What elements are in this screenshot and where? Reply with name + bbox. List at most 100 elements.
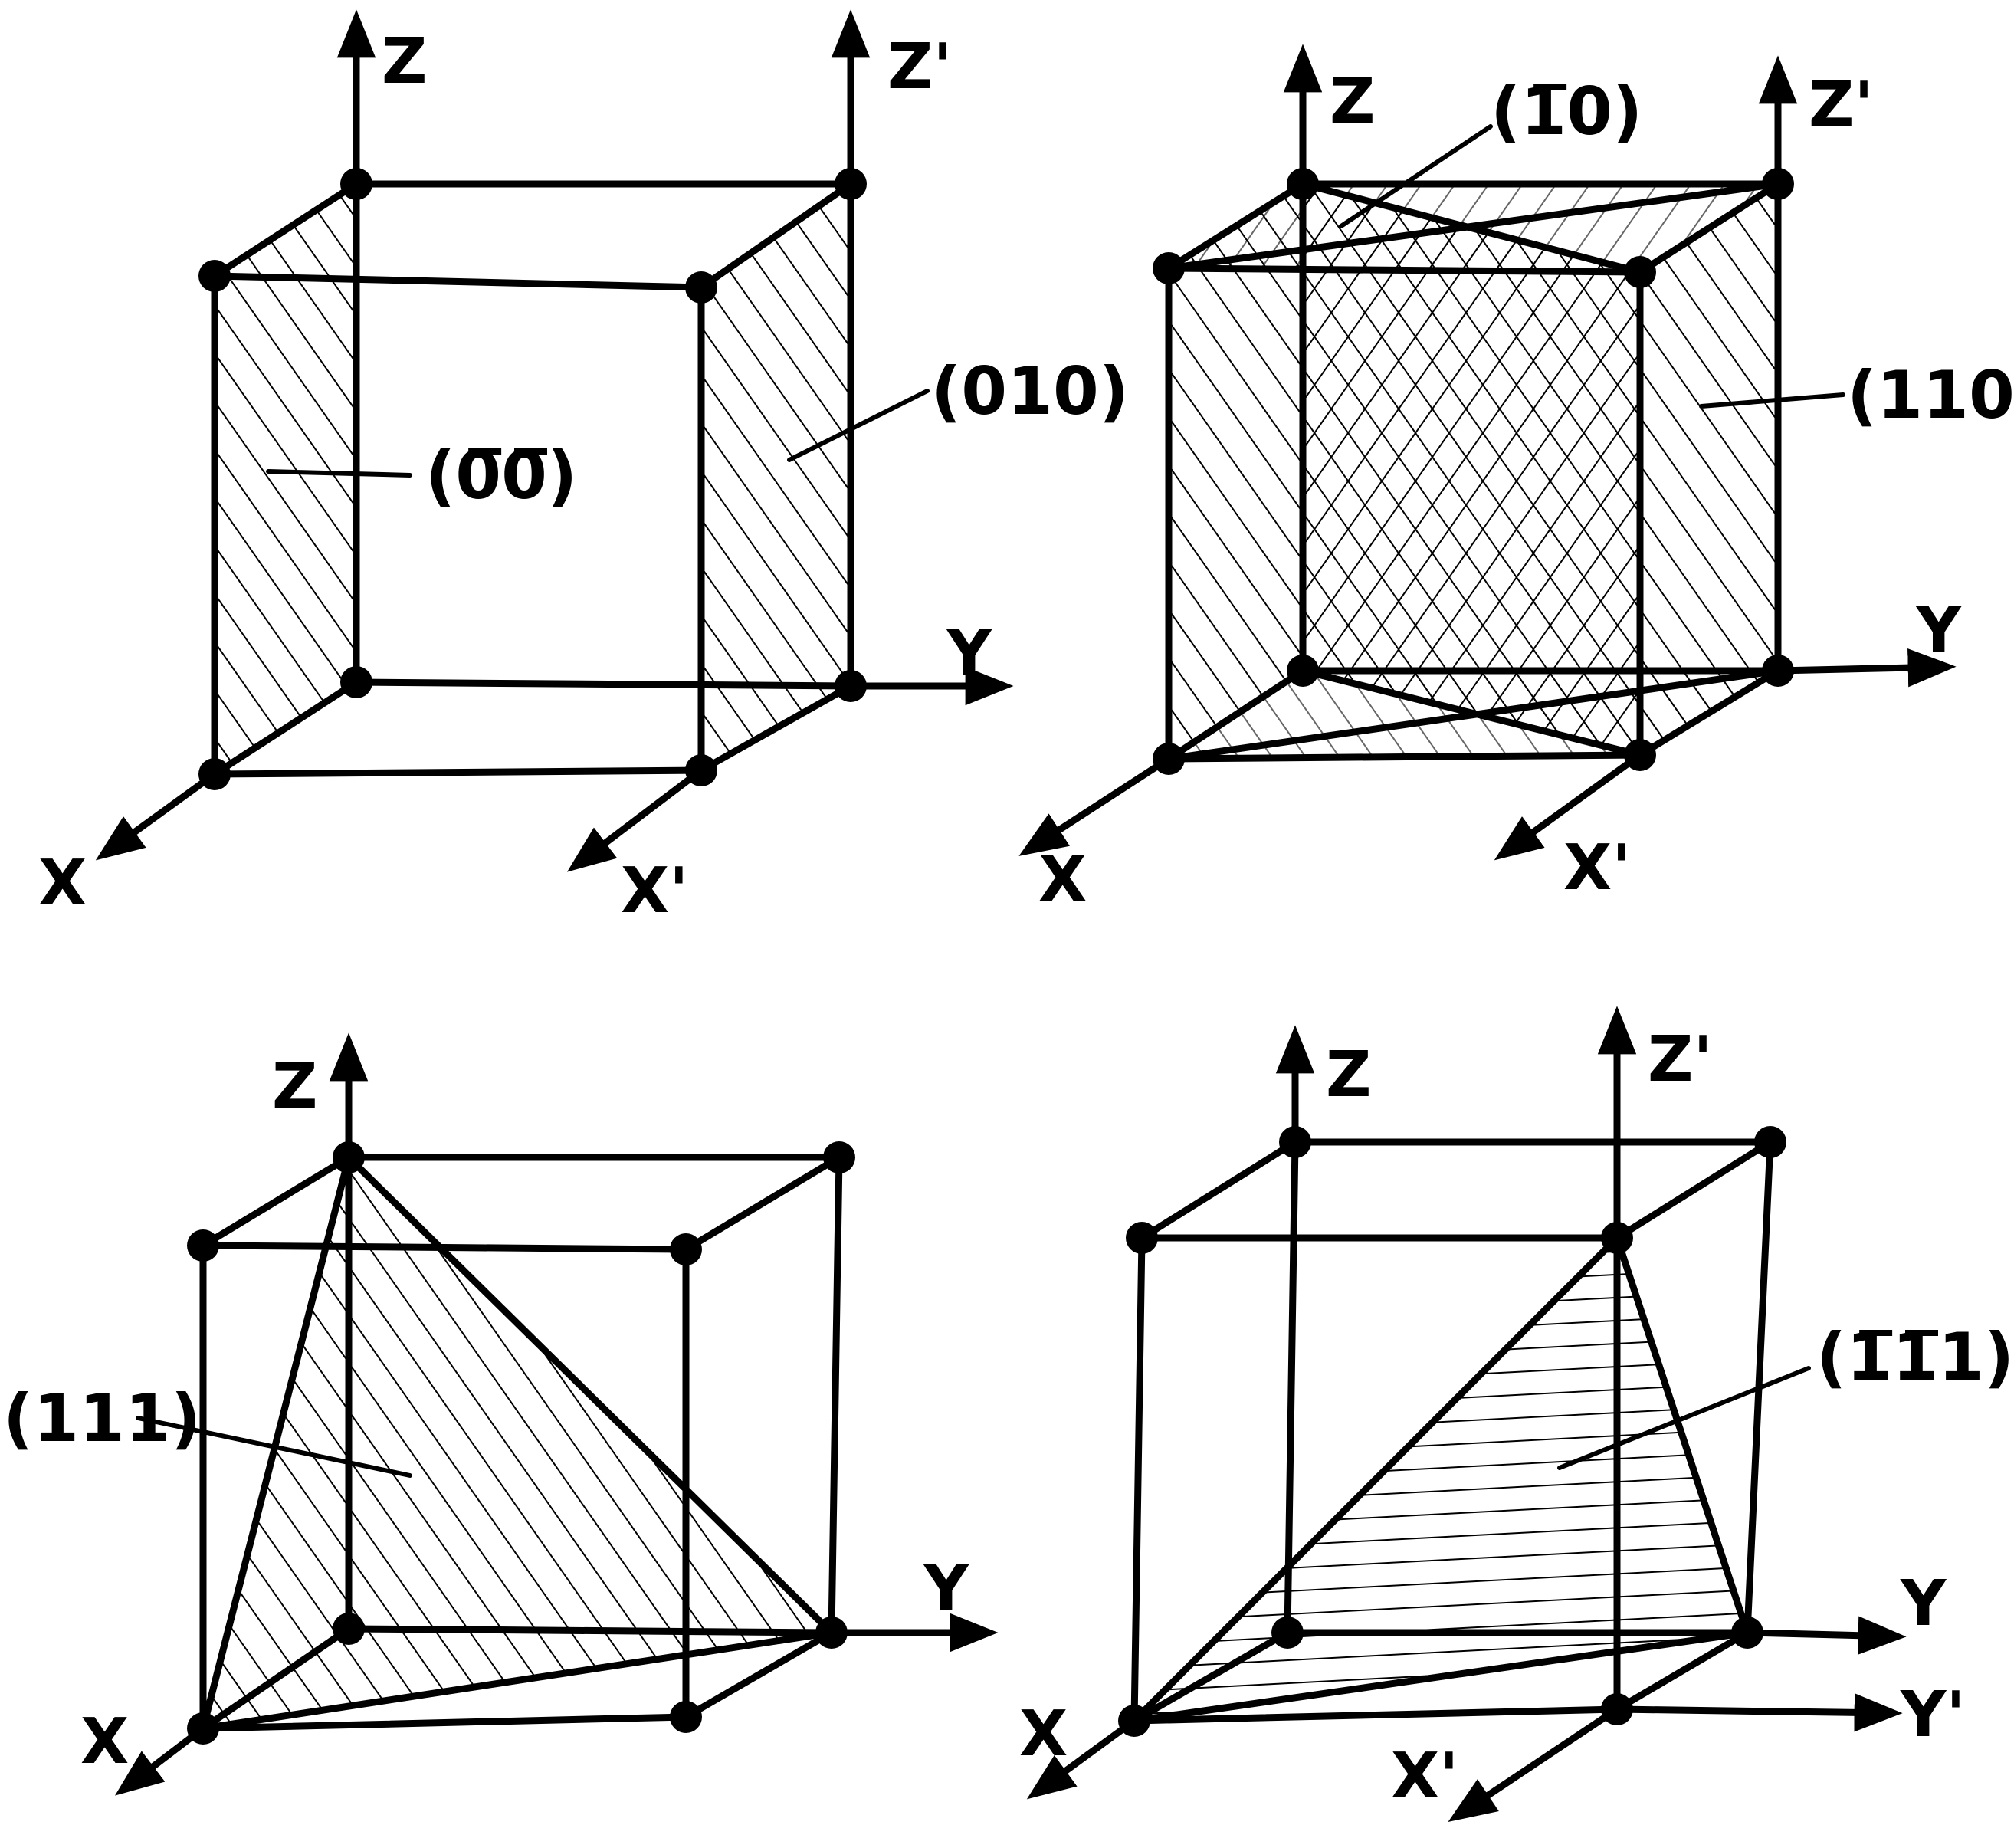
axis-label-y: Y [923,1552,970,1625]
axis-x-prime [1494,751,1644,861]
panel-bottom-left: Z Y X (111) [3,1032,999,1796]
axis-label-x-prime: X' [1563,832,1631,904]
axis-x-prime [1448,1705,1621,1822]
lattice-point [187,1229,219,1262]
lattice-point [670,1233,702,1265]
lattice-point [187,1712,219,1745]
axis-x-prime [566,766,705,872]
axis-label-x: X [80,1705,129,1778]
cube-edge [211,678,360,778]
cube-edge [1636,667,1782,759]
axis-x [1018,755,1173,856]
axis-label-y: Y [1900,1567,1947,1640]
cube-edge [682,1154,843,1253]
leader-line [266,469,412,478]
plane-label-left: (0̅0̅̅) [425,438,577,514]
lattice-point [333,1613,365,1645]
cube-edge [1165,667,1307,763]
plane-left-face [215,184,356,774]
axis-x [114,1725,207,1796]
lattice-point [1271,1617,1304,1649]
lattice-point [1287,168,1319,200]
lattice-point [670,1701,702,1733]
plane-edge [1165,180,1782,272]
plane-edge [1613,1234,1751,1636]
plane-label-111: (111) [3,1380,201,1457]
cube-edge [697,180,854,291]
plane-edge [199,1154,353,1732]
lattice-point [1601,1693,1633,1725]
axis-label-x: X [38,847,87,920]
axis-label-z-prime: Z' [1648,1023,1713,1096]
axis-label-z: Z [382,25,427,98]
axis-label-x-prime: X' [1391,1740,1458,1813]
axis-label-z: Z [1330,65,1375,138]
panel-top-left: Z Z' Y X X' (0̅0̅̅) (010) [38,9,1129,927]
lattice-point [1754,1126,1786,1158]
plane-edge [345,1154,835,1636]
cube-edge [1636,180,1782,276]
lattice-point [340,666,372,698]
lattice-point [685,271,717,304]
lattice-point [823,1141,855,1173]
lattice-point [1624,739,1656,771]
axis-label-y-prime: Y' [1900,1679,1965,1751]
cube-edge [1613,1138,1774,1242]
plane-label-1-1-1: (1̅1̅1) [1816,1319,2014,1396]
plane-edge [1130,1629,1751,1725]
axis-y [1774,648,1957,688]
axis-label-z: Z [1326,1039,1371,1111]
lattice-point [198,758,231,790]
cube-edge [1165,180,1307,272]
panel-top-right: Z Z' Y X X' (1̅0) (110) [1018,44,2014,916]
lattice-point [1731,1617,1763,1649]
cube-edge [1130,1629,1291,1725]
lattice-point [685,754,717,786]
lattice-point [1279,1126,1311,1158]
cube-edge [211,180,360,280]
axis-y-prime [1613,1693,1903,1732]
lattice-point [1287,655,1319,687]
axis-label-y: Y [946,617,993,690]
axis-x [1026,1717,1138,1800]
lattice-point [1624,256,1656,288]
lattice-point [198,260,231,292]
leader-line [1339,124,1493,228]
lattice-point [1118,1705,1150,1737]
axis-y [1743,1616,1907,1655]
lattice-point [1153,743,1185,775]
plane-label-diagonal-b: (110) [1847,357,2014,434]
lattice-point [1762,655,1794,687]
lattice-point [815,1617,848,1649]
leader-line [1557,1366,1811,1470]
lattice-point [835,670,867,702]
cube-edge [199,1625,353,1732]
axis-label-y: Y [1915,594,1963,667]
plane-edge [1130,1234,1621,1725]
plane-edge [1165,667,1782,763]
axis-x [95,770,218,861]
leader-line [136,1416,412,1478]
plane-right-back-face [1640,184,1778,755]
lattice-point [333,1141,365,1173]
panel-bottom-right: Z Z' Y Y' X X' (1̅1̅1) [1019,1006,2014,1822]
cube-edge [1613,1629,1751,1713]
cube-edge [682,1629,835,1721]
plane-label-right: (010) [931,353,1129,430]
plane-diagonal-b [1303,184,1640,755]
axis-label-x-prime: X' [621,855,688,927]
axis-label-z-prime: Z' [1809,69,1874,142]
axis-label-x: X [1038,843,1087,916]
cube-edge [697,682,854,774]
plane-label-diagonal-a: (1̅0) [1491,74,1642,150]
axis-label-z: Z [272,1050,317,1123]
axis-label-z-prime: Z' [887,31,953,103]
axis-label-x: X [1019,1698,1068,1771]
lattice-point [1601,1222,1633,1254]
cube-edge [1138,1138,1299,1242]
lattice-point [835,168,867,200]
lattice-point [1126,1222,1158,1254]
plane-front-left-face [1169,184,1303,759]
